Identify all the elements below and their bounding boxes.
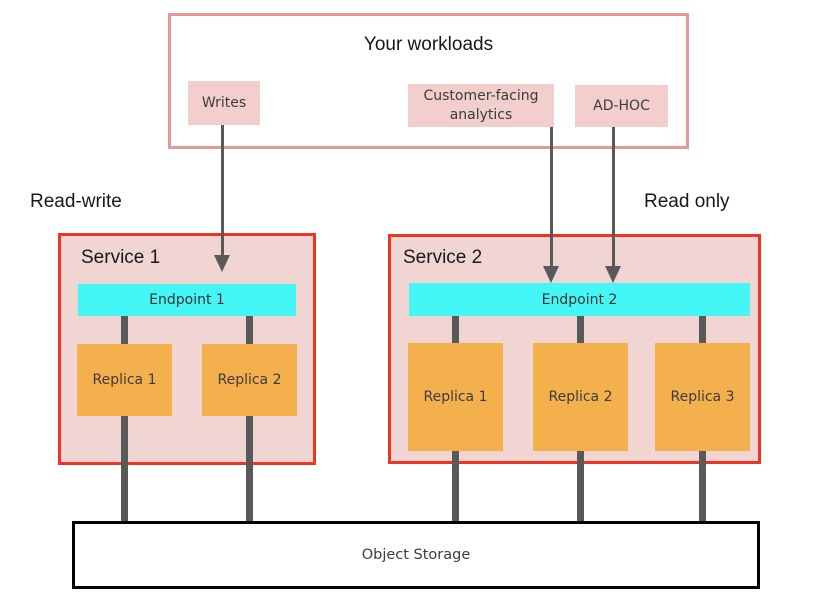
replica-label: Replica 2 <box>217 372 282 388</box>
replica-label: Replica 2 <box>548 389 613 405</box>
object-storage-box: Object Storage <box>72 521 760 589</box>
arrow-head-icon <box>543 266 559 283</box>
connector-endpoint2-replica2 <box>577 316 584 343</box>
service-1-title: Service 1 <box>81 247 161 268</box>
workload-writes: Writes <box>188 81 260 125</box>
endpoint-2-bar: Endpoint 2 <box>409 283 750 316</box>
endpoint-1-bar: Endpoint 1 <box>78 284 296 316</box>
arrow-shaft <box>549 127 553 266</box>
arrow-shaft <box>611 127 615 266</box>
object-storage-label: Object Storage <box>361 547 471 563</box>
connector-s1-replica2-storage <box>246 416 253 523</box>
replica-label: Replica 1 <box>92 372 157 388</box>
read-only-label: Read only <box>644 191 730 212</box>
replica-label: Replica 1 <box>423 389 488 405</box>
arrow-head-icon <box>214 255 230 272</box>
connector-endpoint1-replica2 <box>246 316 253 344</box>
arrow-shaft <box>220 125 224 255</box>
connector-endpoint1-replica1 <box>121 316 128 344</box>
arrow-analytics-to-endpoint2 <box>543 127 559 283</box>
workload-writes-label: Writes <box>201 94 247 111</box>
service-1-replica-2: Replica 2 <box>202 344 297 416</box>
service-1-replica-1: Replica 1 <box>77 344 172 416</box>
service-2-replica-1: Replica 1 <box>408 343 503 451</box>
workload-customer-facing-analytics: Customer-facing analytics <box>408 84 554 127</box>
service-2-replica-3: Replica 3 <box>655 343 750 451</box>
service-2-replica-2: Replica 2 <box>533 343 628 451</box>
arrow-head-icon <box>605 266 621 283</box>
workload-ad-hoc: AD-HOC <box>575 85 668 127</box>
endpoint-2-label: Endpoint 2 <box>541 291 618 308</box>
read-write-label: Read-write <box>30 191 122 212</box>
arrow-adhoc-to-endpoint2 <box>605 127 621 283</box>
your-workloads-title: Your workloads <box>363 34 494 55</box>
service-2-title: Service 2 <box>403 247 483 268</box>
replica-label: Replica 3 <box>670 389 735 405</box>
connector-endpoint2-replica3 <box>699 316 706 343</box>
connector-s2-replica2-storage <box>577 451 584 523</box>
connector-s2-replica3-storage <box>699 451 706 523</box>
connector-endpoint2-replica1 <box>452 316 459 343</box>
workload-ad-hoc-label: AD-HOC <box>593 97 650 114</box>
connector-s2-replica1-storage <box>452 451 459 523</box>
endpoint-1-label: Endpoint 1 <box>149 292 225 308</box>
arrow-writes-to-endpoint1 <box>214 125 230 272</box>
connector-s1-replica1-storage <box>121 416 128 523</box>
workload-analytics-label: Customer-facing analytics <box>423 87 539 123</box>
